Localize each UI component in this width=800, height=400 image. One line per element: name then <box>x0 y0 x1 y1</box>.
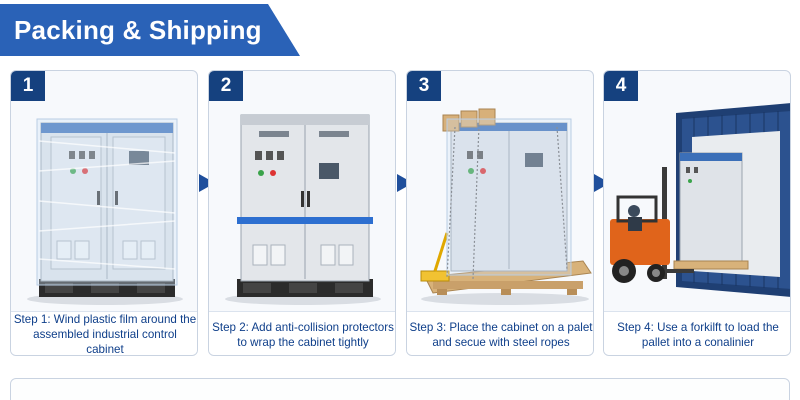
header-banner: Packing & Shipping <box>0 4 300 56</box>
step-4-caption: Step 4: Use a forkilft to load the palle… <box>617 320 779 349</box>
step-3-number: 3 <box>407 71 441 101</box>
step-4-caption-box: Step 4: Use a forkilft to load the palle… <box>604 311 790 355</box>
arrow-right-icon <box>594 174 610 192</box>
step-3-caption-box: Step 3: Place the cabinet on a palet and… <box>407 311 593 355</box>
forklift-container-illustration <box>610 103 790 297</box>
step-4-number: 4 <box>604 71 638 101</box>
cabinet-on-pallet-illustration <box>420 108 592 305</box>
step-2-caption: Step 2: Add anti-collision protectors to… <box>212 320 394 349</box>
step-3-panel: 3 Step 3: Place the cabinet on a palet a… <box>406 70 594 356</box>
step-1-number: 1 <box>11 71 45 101</box>
step-1-caption-box: Step 1: Wind plastic film around the ass… <box>11 311 197 356</box>
step-2-panel: 2 Step 2: Add anti-collision protectors … <box>208 70 396 356</box>
step-1-caption: Step 1: Wind plastic film around the ass… <box>13 313 197 356</box>
wrapped-cabinet-illustration <box>27 118 183 305</box>
arrow-right-icon <box>397 174 413 192</box>
step-3-caption: Step 3: Place the cabinet on a palet and… <box>409 320 593 349</box>
step-1-panel: 1 Step 1: Wind plastic film around the a… <box>10 70 198 356</box>
protected-cabinet-illustration <box>225 114 381 305</box>
step-4-panel: 4 Step 4: Use a forkilft to load <box>603 70 791 356</box>
arrow-right-icon <box>199 174 215 192</box>
page-title: Packing & Shipping <box>14 15 262 45</box>
step-2-caption-box: Step 2: Add anti-collision protectors to… <box>209 311 395 355</box>
step-2-number: 2 <box>209 71 243 101</box>
bottom-panel <box>10 378 790 400</box>
